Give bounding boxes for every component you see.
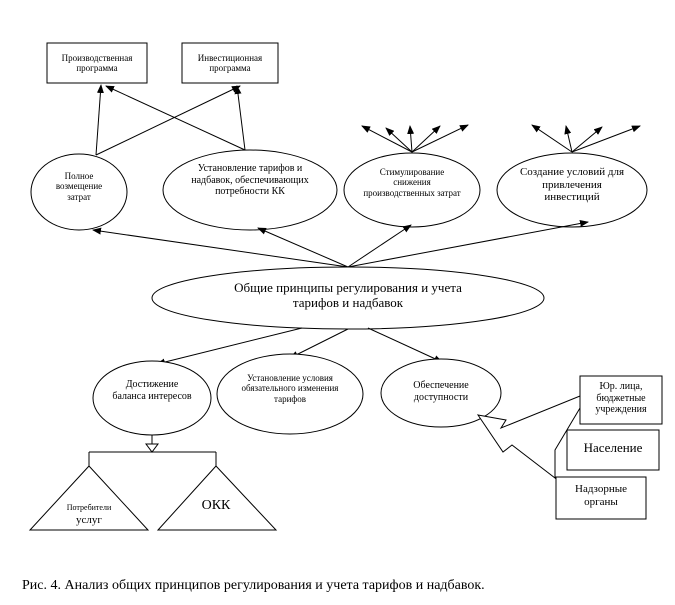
balance-connector	[88, 435, 217, 466]
consumers-label-line2: услуг	[76, 514, 102, 526]
okk-label: ОКК	[201, 498, 231, 513]
arrow-central-to-investment	[347, 220, 589, 268]
central-label: Общие принципы регулирования и учета тар…	[234, 280, 462, 310]
central-up-arrows	[92, 220, 589, 268]
tariff-setting-ellipse	[162, 149, 338, 231]
investment-program-box	[181, 42, 279, 84]
production-program-box	[46, 42, 148, 84]
program-arrows	[95, 84, 246, 156]
central-down-arrows	[156, 327, 443, 366]
conditions-change-label: Установление условия обязательного измен…	[241, 373, 339, 404]
legal-entities-box	[579, 375, 663, 425]
population-label: Население	[583, 440, 643, 455]
investment-conditions-ellipse	[496, 152, 648, 228]
cost-reduction-fan-arrows	[361, 124, 469, 153]
accessibility-label: Обеспечение доступности	[413, 380, 469, 403]
arrow-central-to-conditions	[289, 328, 349, 359]
consumers-label-line1: Потребители	[66, 503, 112, 512]
balance-label: Достижение баланса интересов	[112, 379, 192, 402]
full-cost-recovery-ellipse	[30, 153, 128, 231]
consumers-triangle	[28, 465, 150, 531]
arrow-central-to-costs	[92, 227, 349, 268]
investment-conditions-fan-arrows	[531, 124, 641, 153]
conditions-change-ellipse	[216, 353, 364, 435]
population-box	[566, 429, 660, 471]
arrow-costs-to-investment	[95, 85, 241, 156]
arrow-central-to-balance	[156, 327, 303, 366]
arrow-tariffs-to-production	[105, 85, 246, 151]
arrow-costs-to-production	[95, 84, 104, 156]
production-program-label: Производственная программа	[61, 53, 133, 74]
cost-reduction-ellipse	[343, 152, 481, 228]
arrow-central-to-cost-reduction	[347, 224, 412, 268]
supervisory-box	[555, 476, 647, 520]
okk-triangle	[156, 465, 278, 531]
figure-caption: Рис. 4. Анализ общих принципов регулиров…	[22, 578, 485, 593]
arrow-tariffs-to-investment	[234, 85, 246, 151]
full-cost-recovery-label: Полное возмещение затрат	[55, 171, 103, 202]
hollow-arrow	[476, 395, 581, 480]
cost-reduction-label: Стимулирование снижения производственных…	[363, 167, 461, 198]
supervisory-label: Надзорные органы	[575, 483, 627, 508]
legal-entities-label: Юр. лица, бюджетные учреждения	[595, 381, 647, 415]
arrow-central-to-accessibility	[367, 327, 443, 363]
accessibility-ellipse	[380, 358, 502, 428]
investment-conditions-label: Создание условий для привлечения инвести…	[519, 166, 625, 204]
arrow-central-to-tariffs	[257, 227, 349, 268]
investment-program-label: Инвестиционная программа	[197, 53, 263, 74]
tariff-setting-label: Установление тарифов и надбавок, обеспеч…	[191, 163, 309, 197]
